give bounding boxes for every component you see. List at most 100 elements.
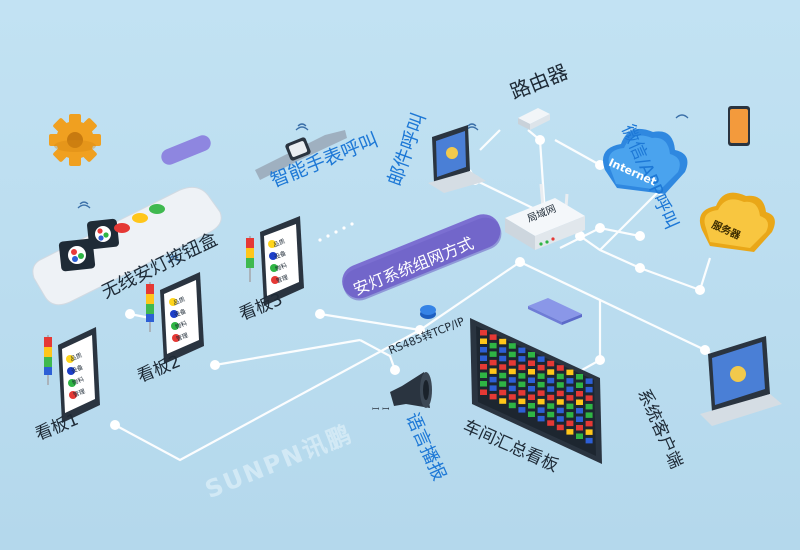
board-cell xyxy=(528,411,535,417)
board-cell xyxy=(585,412,593,418)
board-cell xyxy=(518,347,526,354)
board-cell xyxy=(499,347,507,353)
title-banner xyxy=(342,214,502,301)
workshop-board xyxy=(470,318,602,464)
board-cell xyxy=(537,415,545,422)
board-cell xyxy=(508,402,516,409)
converter-icon xyxy=(420,305,436,319)
board-cell xyxy=(547,403,555,409)
board-cell xyxy=(528,394,535,400)
board-cell xyxy=(547,369,555,375)
board-cell xyxy=(556,373,564,380)
board-cell xyxy=(537,364,545,371)
board-cell xyxy=(528,352,535,358)
board-cell xyxy=(537,381,545,388)
board-cell xyxy=(537,398,545,405)
board-cell xyxy=(547,377,555,384)
board-cell xyxy=(566,386,574,393)
board-cell xyxy=(566,378,574,384)
board-cell xyxy=(499,364,507,370)
board1-panel xyxy=(44,327,100,423)
board-cell xyxy=(499,372,507,379)
board-cell xyxy=(547,386,555,392)
board-cell xyxy=(499,338,507,345)
decor-pill xyxy=(161,135,211,165)
board-cell xyxy=(489,359,497,366)
board-cell xyxy=(480,389,487,395)
board-cell xyxy=(499,381,507,387)
board-cell xyxy=(480,364,487,370)
board-cell xyxy=(489,334,497,340)
speaker-icon: ꟷ ꟷ xyxy=(372,372,432,415)
board-cell xyxy=(499,389,507,396)
board-cell xyxy=(489,368,497,374)
board-cell xyxy=(566,395,574,401)
board-cell xyxy=(518,398,526,405)
board-cell xyxy=(518,373,526,379)
board-cell xyxy=(537,356,545,362)
board-cell xyxy=(508,351,516,358)
board-cell xyxy=(499,398,507,404)
board-cell xyxy=(585,403,593,410)
board-cell xyxy=(556,407,564,414)
board-cell xyxy=(489,393,497,400)
board-cell xyxy=(556,399,564,405)
smartwatch-icon xyxy=(255,130,347,180)
board-cell xyxy=(489,342,497,349)
keyboard-icon xyxy=(528,298,582,325)
board-cell xyxy=(537,407,545,413)
board-cell xyxy=(576,399,583,405)
dotted-link xyxy=(318,222,354,242)
board-cell xyxy=(537,373,545,379)
board-cell xyxy=(508,385,516,392)
board-cell xyxy=(566,369,574,376)
board-cell xyxy=(585,395,593,401)
board-cell xyxy=(585,420,593,427)
board-cell xyxy=(489,376,497,383)
laptop-icon xyxy=(700,336,782,426)
laptop-icon xyxy=(428,125,486,193)
board-cell xyxy=(518,381,526,388)
board-cell xyxy=(528,403,535,409)
board-cell xyxy=(518,407,526,413)
board-cell xyxy=(576,433,583,439)
board2-panel xyxy=(146,272,204,364)
board-cell xyxy=(518,390,526,396)
cloud-icon xyxy=(603,128,688,194)
board-cell xyxy=(547,360,555,367)
board-cell xyxy=(480,355,487,361)
board3-panel xyxy=(246,216,304,306)
board-cell xyxy=(537,390,545,396)
board-cell xyxy=(489,385,497,391)
board-cell xyxy=(566,412,574,418)
board-cell xyxy=(585,437,593,444)
board-cell xyxy=(585,429,593,435)
board-cell xyxy=(566,420,574,427)
board-cell xyxy=(547,420,555,426)
board-cell xyxy=(566,429,574,435)
board-cell xyxy=(576,416,583,422)
board-cell xyxy=(508,368,516,375)
board-cell xyxy=(528,360,535,366)
board-cell xyxy=(480,338,487,344)
svg-text:ꟷ ꟷ: ꟷ ꟷ xyxy=(372,405,390,415)
board-cell xyxy=(547,394,555,401)
board-cell xyxy=(518,356,526,362)
board-cell xyxy=(576,425,583,431)
board-cell xyxy=(576,374,583,380)
board-cell xyxy=(499,355,507,362)
lan-switch xyxy=(505,183,585,250)
board-cell xyxy=(480,330,487,336)
board-cell xyxy=(576,382,583,388)
board-cell xyxy=(528,369,535,375)
board-cell xyxy=(556,424,564,431)
board-cell xyxy=(489,351,497,357)
board-cell xyxy=(528,377,535,383)
board-cell xyxy=(556,382,564,388)
board-cell xyxy=(556,416,564,422)
board-cell xyxy=(547,411,555,418)
phone-icon xyxy=(728,106,750,146)
board-cell xyxy=(576,391,583,397)
